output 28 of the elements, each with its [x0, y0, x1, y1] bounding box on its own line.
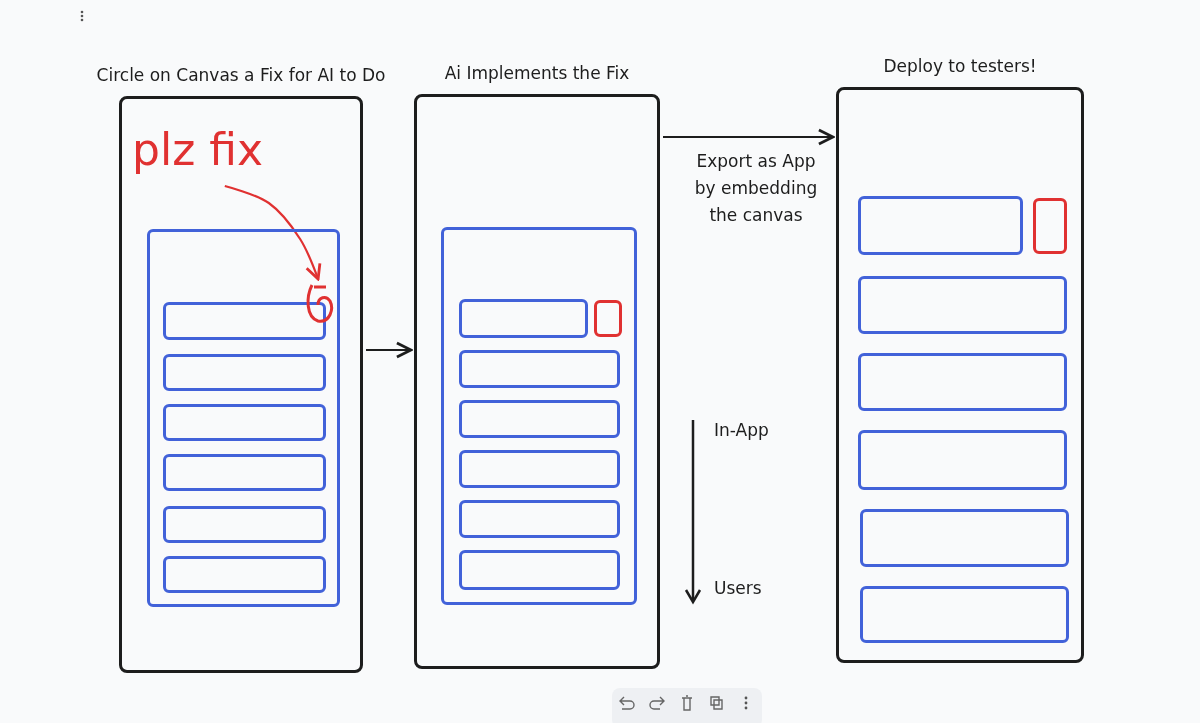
- list-row: [163, 506, 326, 543]
- list-label: In-App: [714, 420, 769, 440]
- screen-panel: [147, 229, 340, 607]
- list-row: [459, 299, 588, 338]
- list-row: [858, 430, 1067, 490]
- list-row: [163, 354, 326, 391]
- list-row: [459, 350, 620, 388]
- list-row: [163, 556, 326, 593]
- list-row: [459, 450, 620, 488]
- frame-title: Circle on Canvas a Fix for AI to Do: [96, 65, 386, 85]
- list-row: [459, 400, 620, 438]
- list-row: [163, 454, 326, 491]
- frame-title: Deploy to testers!: [883, 56, 1037, 76]
- list-row: [459, 550, 620, 590]
- list-row: [858, 276, 1067, 334]
- handwritten-note: plz fix: [132, 123, 264, 177]
- screen-panel: [441, 227, 637, 605]
- list-row: [858, 196, 1023, 255]
- highlight-box: [1033, 198, 1067, 254]
- list-row: [858, 353, 1067, 411]
- list-row: [163, 404, 326, 441]
- frame-title: Ai Implements the Fix: [444, 63, 630, 83]
- list-row: [459, 500, 620, 538]
- list-row: [860, 509, 1069, 567]
- list-label: Users: [714, 578, 762, 598]
- list-row: [163, 302, 326, 340]
- highlight-box: [594, 300, 622, 337]
- list-row: [860, 586, 1069, 643]
